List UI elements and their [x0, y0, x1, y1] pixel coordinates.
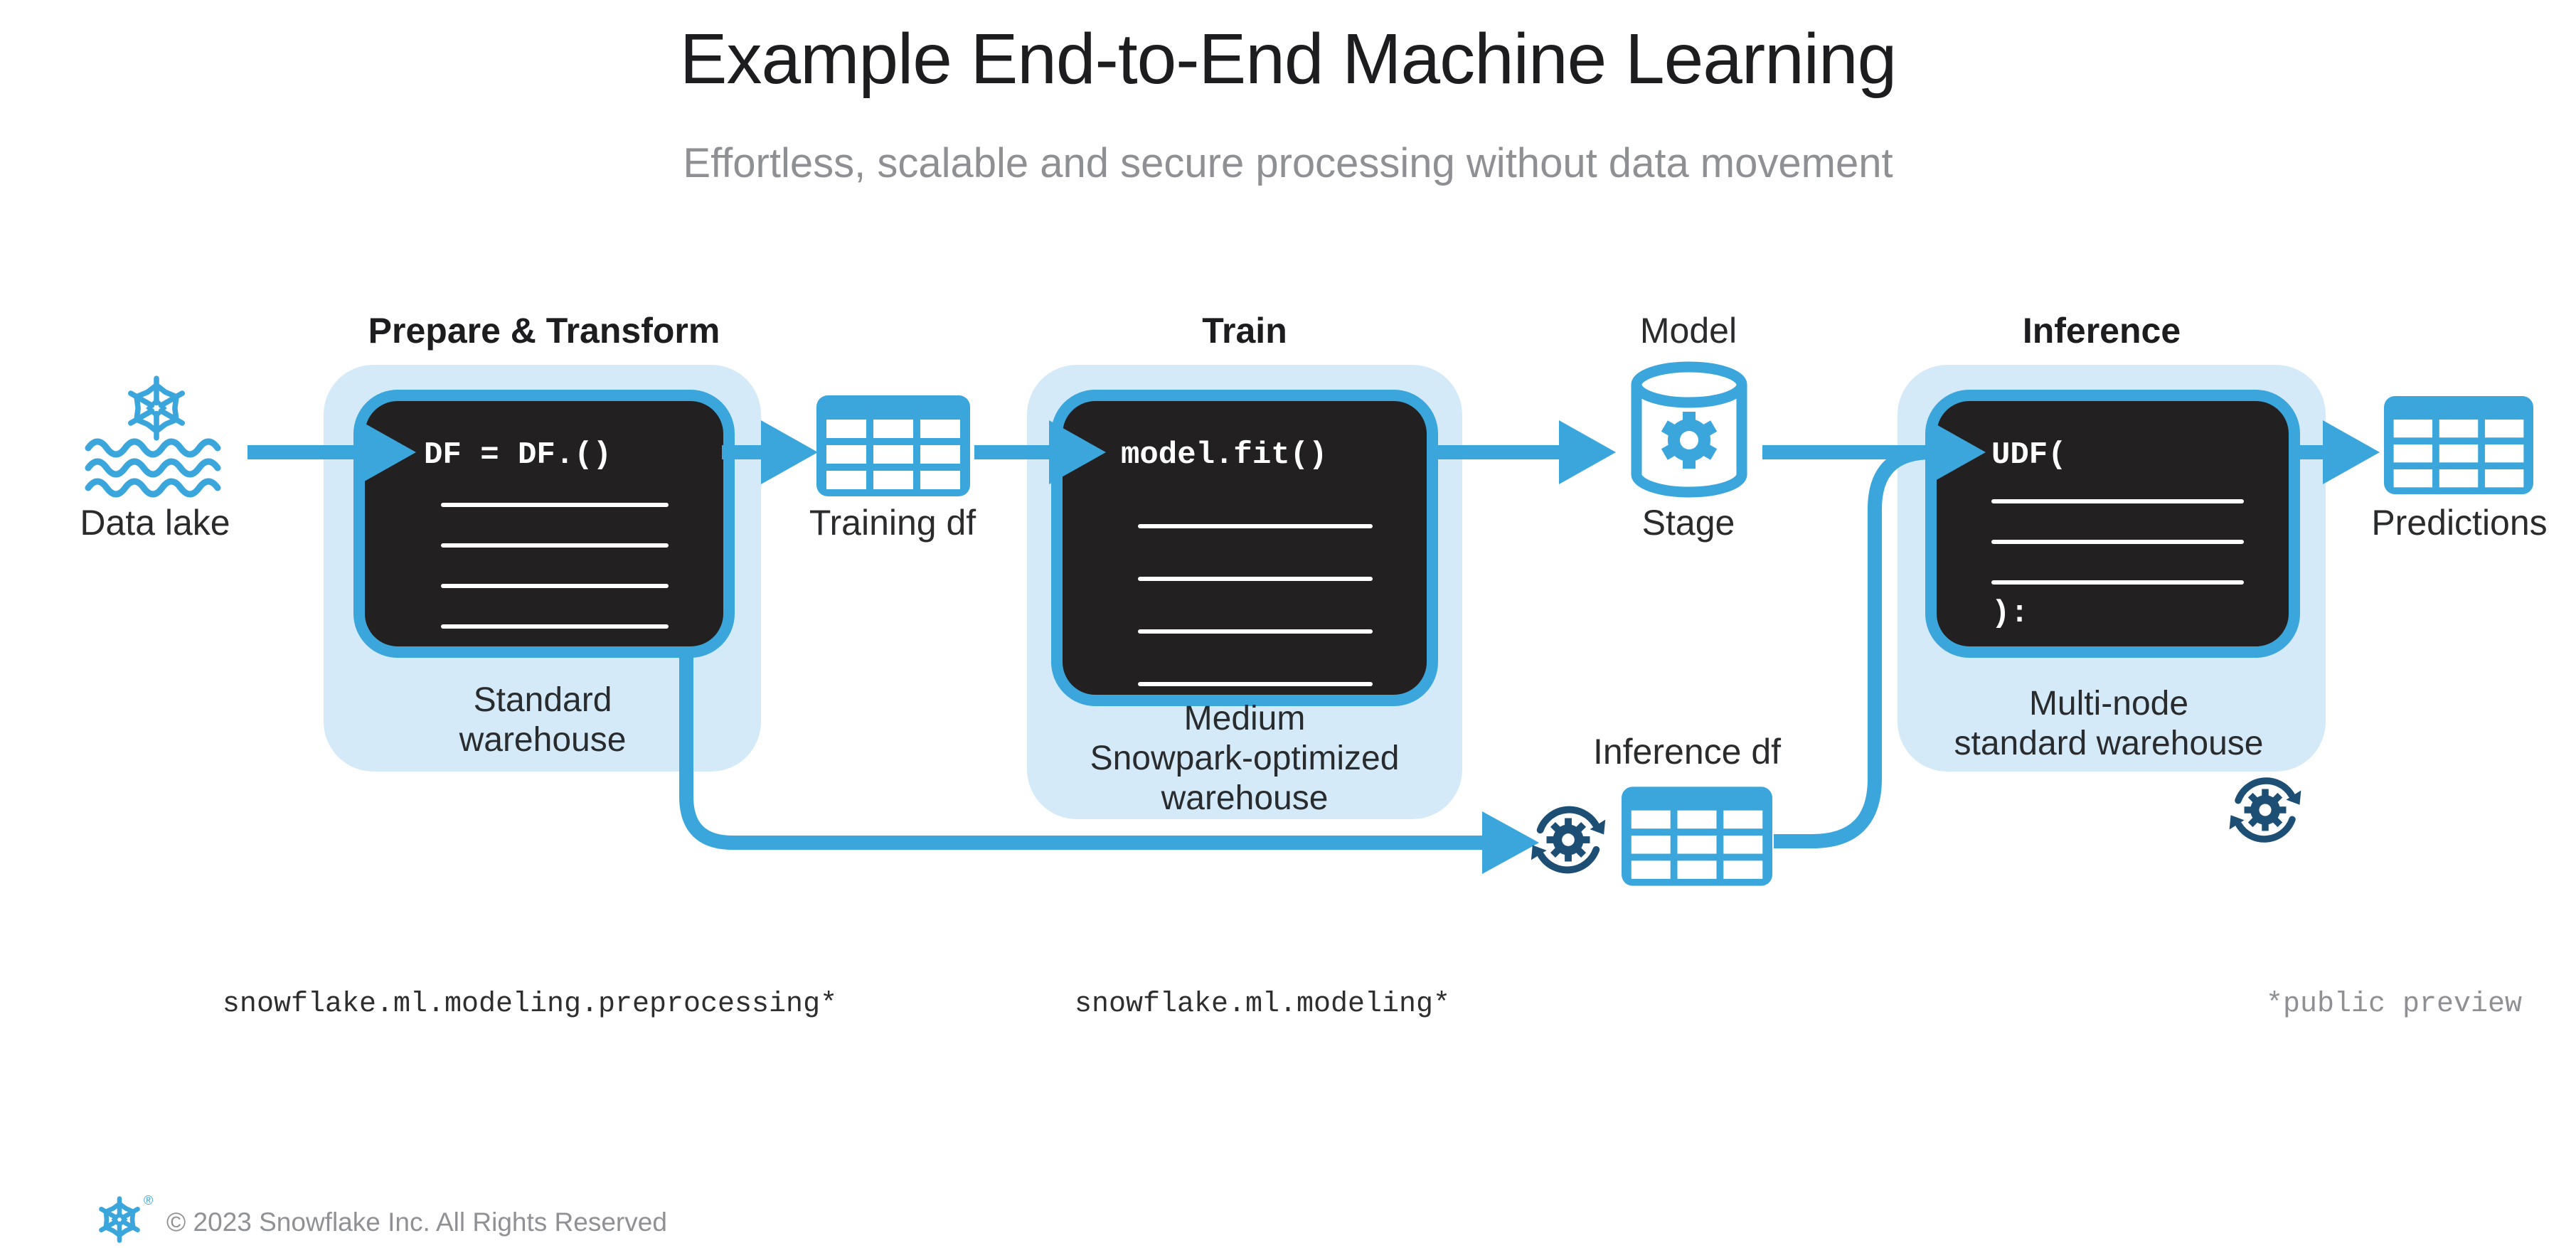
- code-redacted-line: [441, 584, 669, 588]
- inference-code-block: [1925, 390, 2300, 658]
- training-df-table-icon: [816, 395, 970, 496]
- page-subtitle: Effortless, scalable and secure processi…: [683, 140, 1893, 186]
- inference-df-table-icon: [1622, 786, 1772, 886]
- page-title: Example End-to-End Machine Learning: [679, 19, 1897, 99]
- heading-inference: Inference: [2022, 311, 2181, 351]
- inference-code-close-text: ):: [1991, 596, 2029, 631]
- label-model: Model: [1639, 311, 1737, 351]
- code-redacted-line: [441, 503, 669, 507]
- prepare-module-annotation: snowflake.ml.modeling.preprocessing*: [222, 988, 838, 1020]
- heading-train: Train: [1202, 311, 1287, 351]
- registered-mark: ®: [144, 1193, 153, 1207]
- prepare-code-text: DF = DF.(): [424, 437, 612, 473]
- automation-gear-sync-icon: [2225, 769, 2306, 850]
- code-redacted-line: [441, 624, 669, 629]
- code-redacted-line: [1991, 540, 2244, 544]
- code-redacted-line: [1991, 499, 2244, 503]
- public-preview-footnote: *public preview: [2265, 988, 2522, 1020]
- arrowhead: [2323, 420, 2380, 484]
- arrowhead: [1559, 420, 1616, 484]
- stage-label: Stage: [1641, 503, 1735, 543]
- model-stage-icon: [1627, 359, 1752, 501]
- inference-df-label: Inference df: [1592, 732, 1782, 772]
- data-lake-icon: [80, 373, 233, 498]
- training-df-label: Training df: [809, 503, 976, 543]
- inference-code-open-text: UDF(: [1991, 437, 2067, 473]
- prepare-warehouse-label: Standard warehouse: [459, 681, 627, 759]
- train-module-annotation: snowflake.ml.modeling*: [1074, 988, 1451, 1020]
- code-redacted-line: [1138, 629, 1373, 634]
- inference-warehouse-label: Multi-node standard warehouse: [1954, 685, 2264, 763]
- data-lake-label: Data lake: [80, 503, 230, 543]
- code-redacted-line: [1138, 577, 1373, 581]
- code-redacted-line: [1991, 580, 2244, 585]
- automation-gear-sync-icon: [1526, 798, 1610, 882]
- prepare-code-block: [353, 390, 735, 658]
- train-code-text: model.fit(): [1121, 437, 1328, 473]
- code-redacted-line: [1138, 682, 1373, 686]
- train-warehouse-label: Medium Snowpark-optimized warehouse: [1090, 700, 1400, 818]
- predictions-table-icon: [2384, 395, 2533, 495]
- snowflake-logo: ®: [90, 1193, 161, 1244]
- arrowhead: [761, 420, 818, 484]
- heading-prepare-transform: Prepare & Transform: [368, 311, 720, 351]
- predictions-label: Predictions: [2371, 503, 2548, 543]
- code-redacted-line: [441, 543, 669, 548]
- code-redacted-line: [1138, 524, 1373, 528]
- copyright-text: © 2023 Snowflake Inc. All Rights Reserve…: [166, 1207, 667, 1237]
